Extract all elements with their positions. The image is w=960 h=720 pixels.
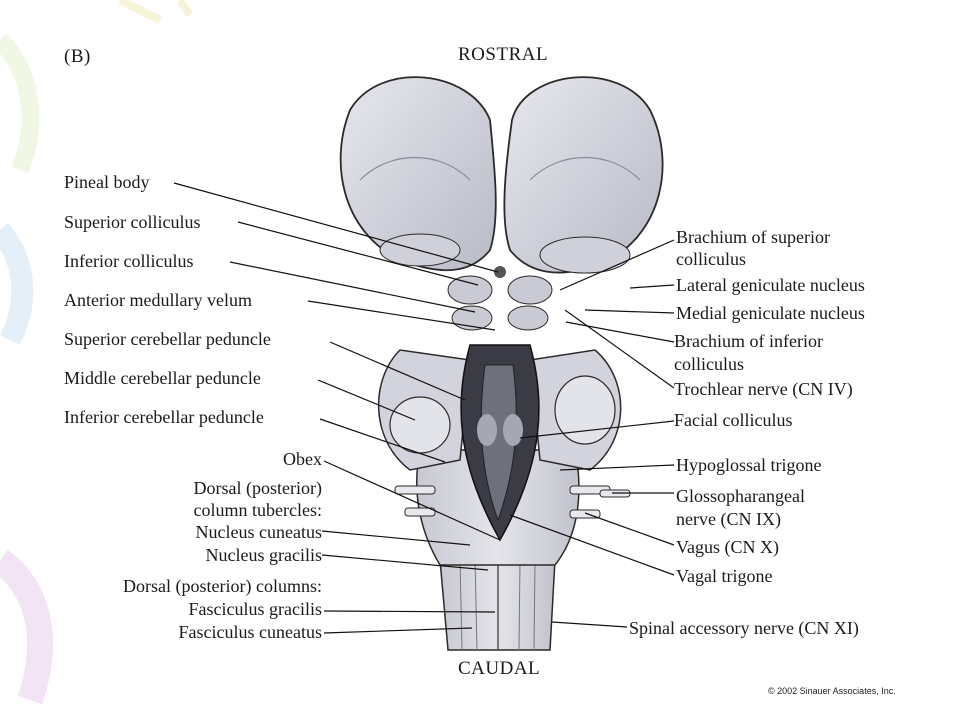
label-glossopharangeal: Glossopharangeal bbox=[676, 486, 805, 507]
label-facial-colliculus: Facial colliculus bbox=[674, 410, 792, 431]
label-obex: Obex bbox=[283, 449, 322, 470]
label-column-tubercles: column tubercles: bbox=[194, 500, 322, 521]
label-anterior-medullary-velum: Anterior medullary velum bbox=[64, 290, 252, 311]
label-superior-colliculus: Superior colliculus bbox=[64, 212, 200, 233]
label-pineal-body: Pineal body bbox=[64, 172, 150, 193]
label-fasciculus-gracilis: Fasciculus gracilis bbox=[189, 599, 322, 620]
label-nucleus-gracilis: Nucleus gracilis bbox=[206, 545, 322, 566]
label-brachium-inferior: Brachium of inferior bbox=[674, 331, 823, 352]
label-fasciculus-cuneatus: Fasciculus cuneatus bbox=[179, 622, 322, 643]
label-brachium-superior-cont: colliculus bbox=[676, 249, 746, 270]
label-hypoglossal-trigone: Hypoglossal trigone bbox=[676, 455, 822, 476]
label-glossopharangeal-cont: nerve (CN IX) bbox=[676, 509, 781, 530]
label-middle-cerebellar-peduncle: Middle cerebellar peduncle bbox=[64, 368, 261, 389]
label-dorsal-posterior: Dorsal (posterior) bbox=[194, 478, 322, 499]
label-inferior-colliculus: Inferior colliculus bbox=[64, 251, 193, 272]
label-nucleus-cuneatus: Nucleus cuneatus bbox=[196, 522, 322, 543]
label-inferior-cerebellar-peduncle: Inferior cerebellar peduncle bbox=[64, 407, 264, 428]
label-superior-cerebellar-peduncle: Superior cerebellar peduncle bbox=[64, 329, 271, 350]
label-brachium-inferior-cont: colliculus bbox=[674, 354, 744, 375]
label-lateral-geniculate: Lateral geniculate nucleus bbox=[676, 275, 865, 296]
label-vagal-trigone: Vagal trigone bbox=[676, 566, 772, 587]
label-medial-geniculate: Medial geniculate nucleus bbox=[676, 303, 865, 324]
label-spinal-accessory-nerve: Spinal accessory nerve (CN XI) bbox=[629, 618, 859, 639]
label-vagus: Vagus (CN X) bbox=[676, 537, 779, 558]
label-trochlear-nerve: Trochlear nerve (CN IV) bbox=[674, 379, 853, 400]
label-dorsal-posterior-columns: Dorsal (posterior) columns: bbox=[123, 576, 322, 597]
label-brachium-superior: Brachium of superior bbox=[676, 227, 830, 248]
copyright-notice: © 2002 Sinauer Associates, Inc. bbox=[768, 686, 896, 696]
